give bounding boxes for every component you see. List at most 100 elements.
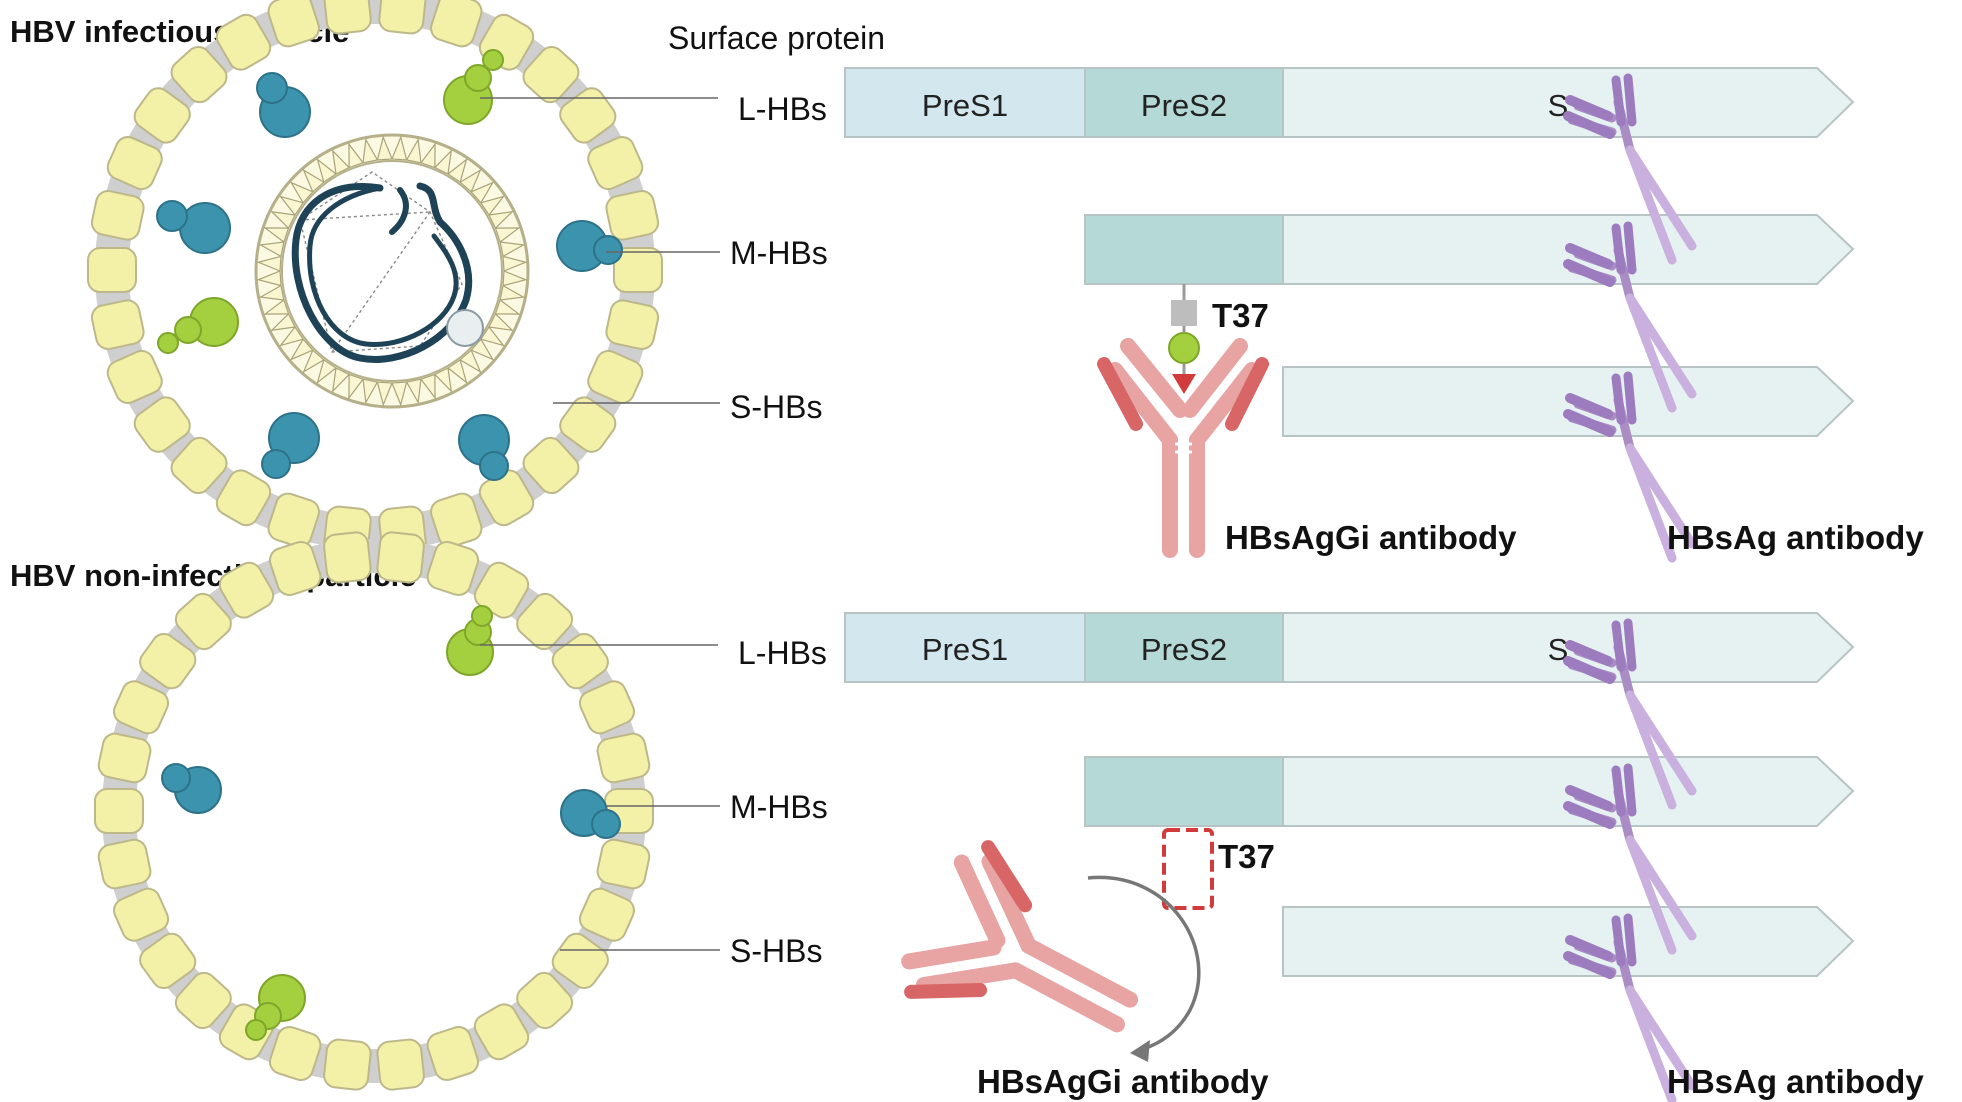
pres2-segment (1084, 612, 1284, 683)
envelope-bead (596, 838, 651, 890)
envelope-bead (267, 492, 320, 548)
envelope-bead (551, 632, 609, 690)
capsid-spike (289, 338, 314, 361)
t37-missing-site-box (1162, 828, 1214, 910)
capsid-spike (258, 284, 285, 301)
envelope-bead (215, 469, 272, 527)
hbsag-antibody-label-top: HBsAg antibody (1667, 519, 1924, 556)
row-label-l-hbs-bottom: L-HBs (738, 635, 827, 671)
s-label: S (1548, 88, 1569, 123)
envelope-bead (426, 540, 480, 596)
capsid-spike (331, 367, 351, 393)
glycan-triangle-icon (1172, 374, 1196, 394)
l-hbs-bar-bottom: PreS1 PreS2 S (844, 612, 1855, 683)
capsid-spike (494, 299, 521, 315)
capsid-spikes (256, 135, 528, 407)
envelope-bead (516, 592, 574, 651)
capsid-spike (391, 135, 408, 161)
capsid-lattice (299, 171, 463, 353)
envelope-bead (170, 436, 228, 495)
capsid-spike (316, 157, 338, 184)
t37-glycan-site-top (1168, 284, 1200, 394)
pres2-label: PreS2 (1141, 632, 1227, 667)
envelope-bead (90, 190, 145, 241)
capsid-spike (263, 299, 290, 315)
envelope-bead (613, 247, 663, 293)
infectious-particle-illustration (87, 0, 663, 558)
capsid-spike (376, 135, 393, 161)
capsid-spike (270, 312, 296, 332)
t37-label-bottom: T37 (1218, 838, 1275, 875)
envelope-bead (605, 299, 660, 350)
hbsaggi-antibody-icon-top (1097, 338, 1269, 558)
capsid-spike (278, 195, 305, 217)
envelope-bead (596, 732, 651, 784)
row-label-l-hbs-top: L-HBs (738, 91, 827, 127)
envelope-bead (139, 932, 197, 990)
non-infectious-particle-illustration (94, 531, 654, 1091)
envelope-bead (106, 136, 163, 191)
capsid-spike (479, 325, 506, 347)
pres1-segment (844, 67, 1086, 138)
capsid-spike (302, 168, 325, 193)
capsid-spike (278, 325, 305, 347)
envelope-bead (113, 680, 170, 735)
envelope-bead (133, 396, 191, 453)
envelope-bead (516, 971, 574, 1030)
envelope-bead (473, 1003, 530, 1061)
capsid-spike (499, 284, 526, 301)
envelope-bead (551, 932, 609, 990)
capsid-spike (256, 255, 282, 272)
envelope-protein-beads (87, 0, 663, 558)
envelope-bead (376, 1038, 425, 1091)
envelope-bead (323, 531, 372, 584)
capsid-spike (256, 270, 282, 287)
pres1-label: PreS1 (922, 88, 1008, 123)
envelope-bead (426, 1026, 480, 1082)
m-hbs-bar-top (1084, 214, 1855, 285)
pres2-segment (1084, 756, 1284, 827)
hbsaggi-antibody-label-bottom: HBsAgGi antibody (977, 1063, 1269, 1100)
capsid-spike (405, 137, 422, 164)
envelope-bead (106, 349, 163, 404)
envelope-bead (605, 190, 660, 241)
capsid-spike (316, 358, 338, 385)
capsid-spike (433, 367, 453, 393)
repel-arrow-icon (1087, 875, 1201, 1062)
capsid-spike (289, 181, 314, 204)
row-label-s-hbs-bottom: S-HBs (730, 933, 822, 969)
envelope-bead (323, 1038, 372, 1091)
envelope-bead (218, 561, 275, 619)
capsid-spike (470, 338, 495, 361)
envelope-bead (133, 87, 191, 144)
l-hbs-protein-markers (157, 49, 504, 354)
envelope-bead (139, 632, 197, 690)
envelope-bead (87, 247, 137, 293)
capsid-spike (433, 149, 453, 175)
capsid-spike (502, 255, 528, 272)
envelope-bead (215, 13, 272, 71)
capsid-spike (270, 210, 296, 230)
envelope-bead (267, 0, 320, 48)
capsid-spike (494, 227, 521, 243)
envelope-bead (323, 0, 372, 35)
hbsag-antibody-label-bottom: HBsAg antibody (1667, 1063, 1924, 1100)
capsid-spike (302, 349, 325, 374)
capsid-spike (446, 358, 468, 385)
capsid-spike (470, 181, 495, 204)
envelope-protein-beads (94, 531, 654, 1091)
capsid-spike (258, 241, 285, 258)
capsid-spike (420, 373, 436, 400)
envelope-bead (113, 887, 170, 942)
capsid-spike (488, 312, 514, 332)
envelope-bead (170, 45, 228, 104)
capsid-spike (391, 381, 408, 407)
pres2-label: PreS2 (1141, 88, 1227, 123)
envelope-bead (268, 540, 322, 596)
capsid-spike (488, 210, 514, 230)
envelope-bead (587, 136, 644, 191)
envelope-bead (174, 592, 232, 651)
m-hbs-bar-bottom (1084, 756, 1855, 827)
envelope-bead (522, 45, 580, 104)
capsid-spike (405, 378, 422, 405)
